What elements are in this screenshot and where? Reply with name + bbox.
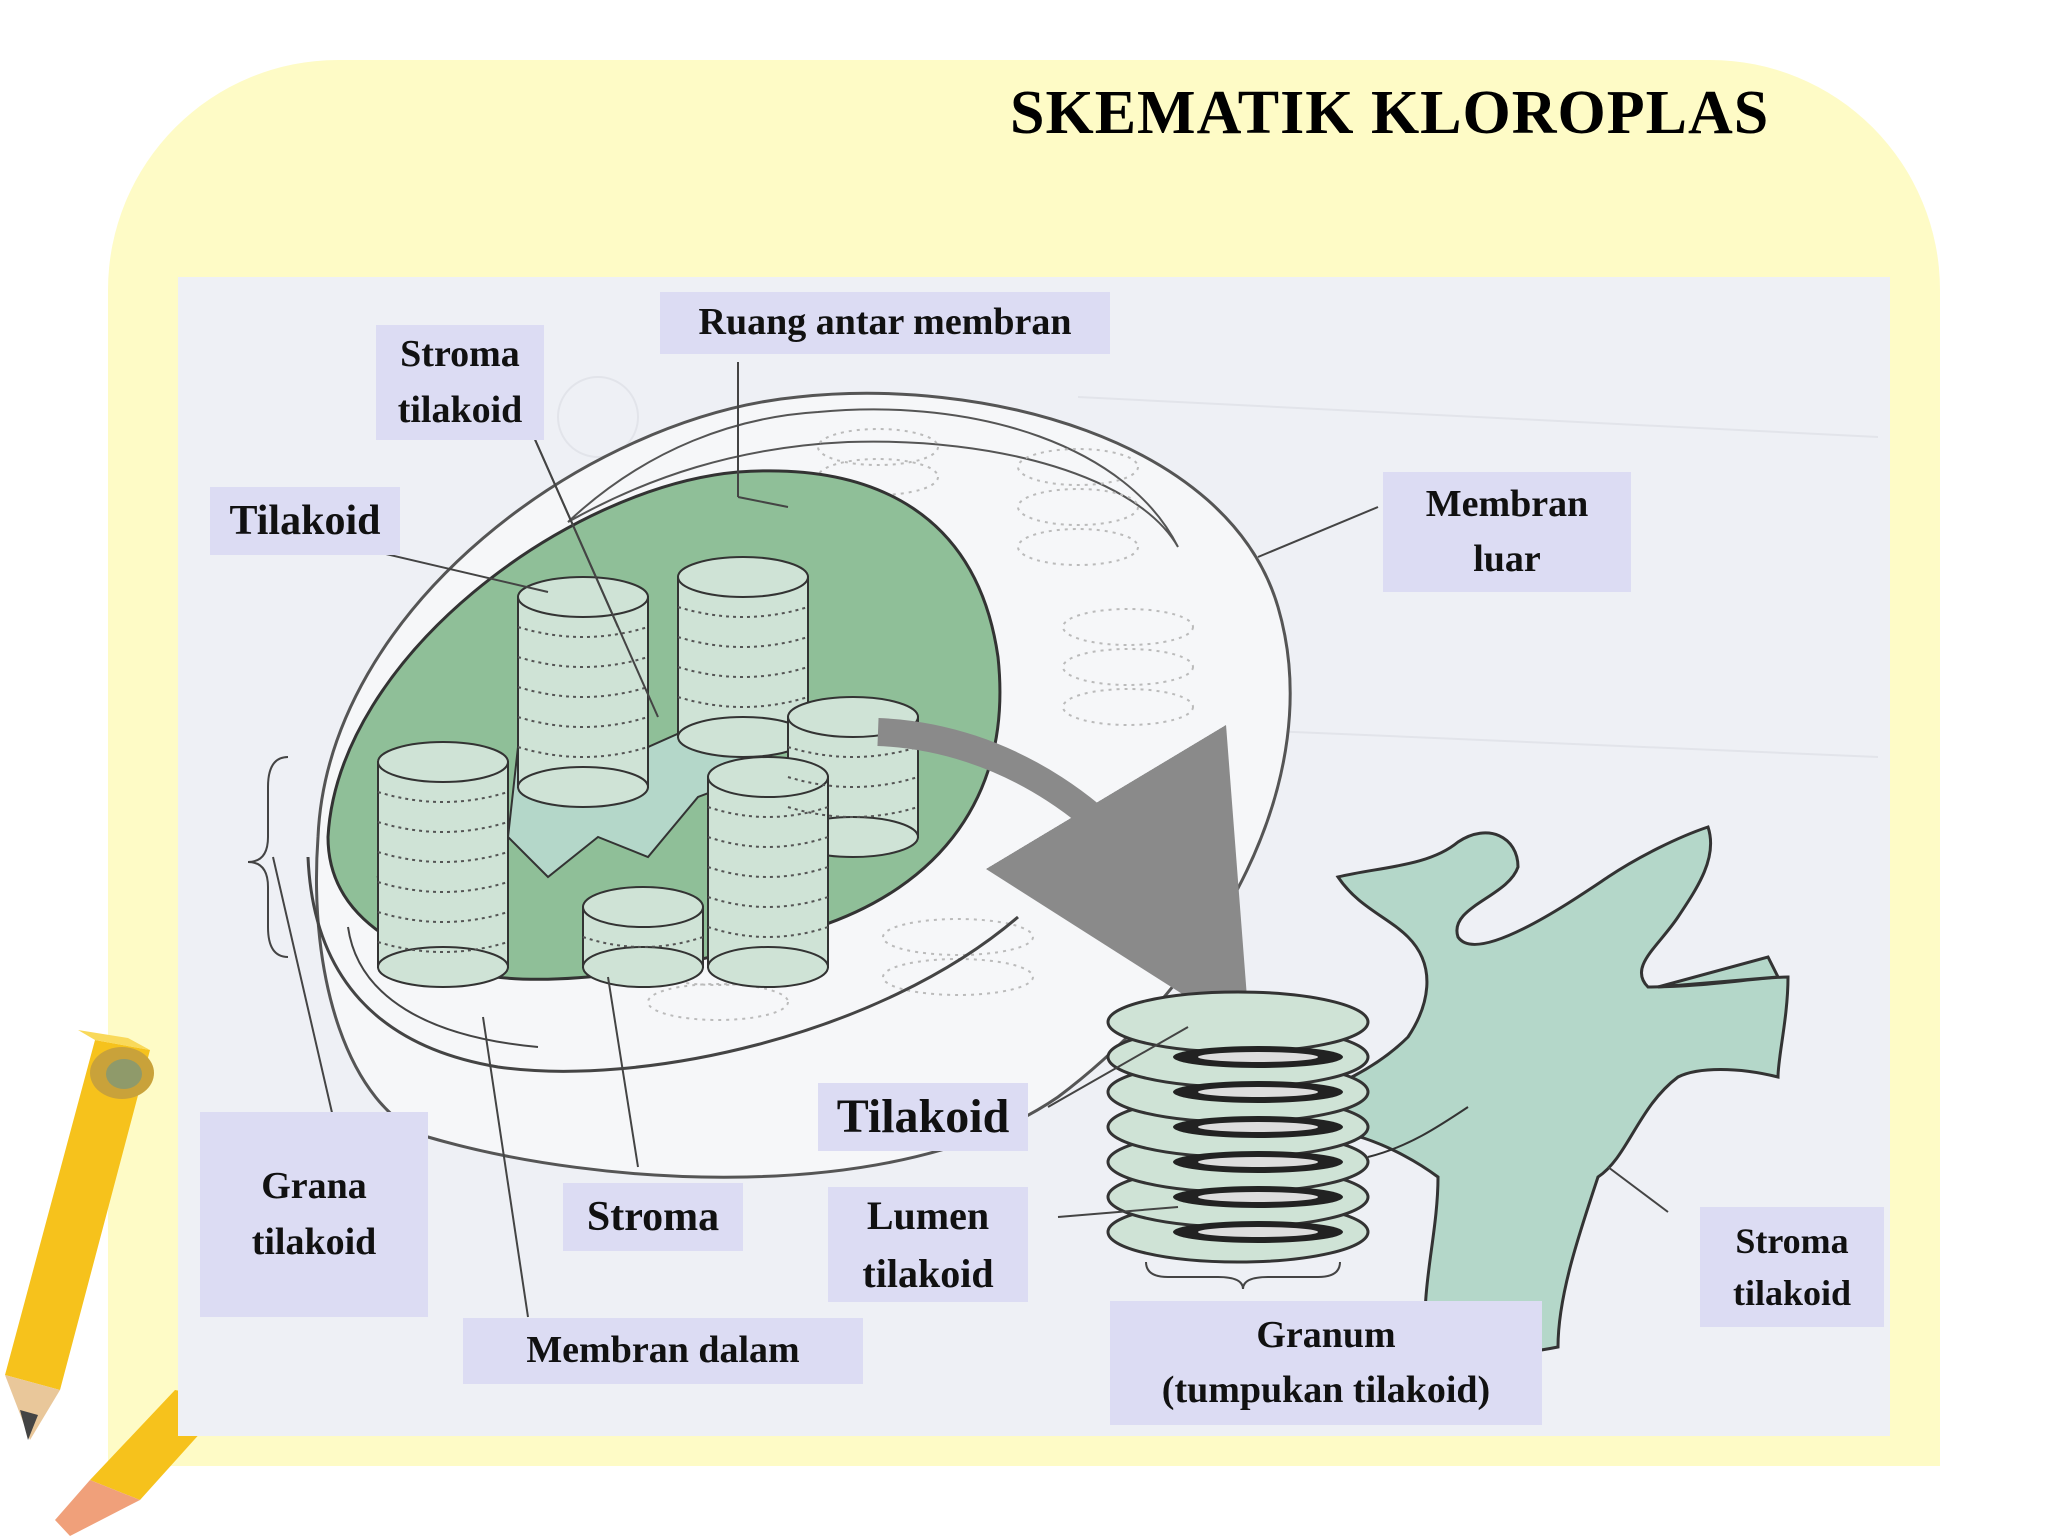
label-granum: Granum (tumpukan tilakoid): [1110, 1301, 1542, 1425]
grana-stacks: [377, 556, 919, 988]
label-text: Stroma: [586, 1193, 720, 1240]
label-stroma-tilakoid-top: Stroma tilakoid: [376, 325, 544, 440]
label-text: Ruang antar membran: [698, 301, 1072, 344]
label-membran-luar: Membran luar: [1383, 472, 1631, 592]
chloroplast-illustration: [247, 362, 1879, 1356]
label-membran-dalam: Membran dalam: [463, 1318, 863, 1384]
label-text: Granum (tumpukan tilakoid): [1161, 1313, 1491, 1411]
label-text: Tilakoid: [836, 1090, 1010, 1144]
label-text: Stroma tilakoid: [1732, 1220, 1852, 1313]
label-text: Grana tilakoid: [251, 1165, 377, 1263]
label-text: Stroma tilakoid: [397, 333, 523, 431]
label-text: Tilakoid: [229, 497, 381, 544]
label-lumen-tilakoid: Lumen tilakoid: [828, 1187, 1028, 1302]
page-title: SKEMATIK KLOROPLAS: [1010, 79, 1770, 147]
zoom-arrow: [877, 718, 1251, 1038]
label-text: Lumen tilakoid: [862, 1192, 994, 1296]
label-text: Membran luar: [1425, 482, 1589, 580]
label-ruang-antar-membran: Ruang antar membran: [660, 292, 1110, 354]
enlarged-stroma-thylakoid: [1275, 825, 1790, 1356]
label-tilakoid-right: Tilakoid: [818, 1083, 1028, 1151]
label-text: Membran dalam: [526, 1329, 800, 1372]
label-stroma: Stroma: [563, 1183, 743, 1251]
granum-stack: [1106, 990, 1469, 1264]
label-grana-tilakoid: Grana tilakoid: [200, 1112, 428, 1317]
label-stroma-tilakoid-right: Stroma tilakoid: [1700, 1207, 1884, 1327]
chloroplast-diagram: Stroma tilakoid Ruang antar membran Tila…: [178, 277, 1890, 1436]
label-tilakoid-left: Tilakoid: [210, 487, 400, 555]
